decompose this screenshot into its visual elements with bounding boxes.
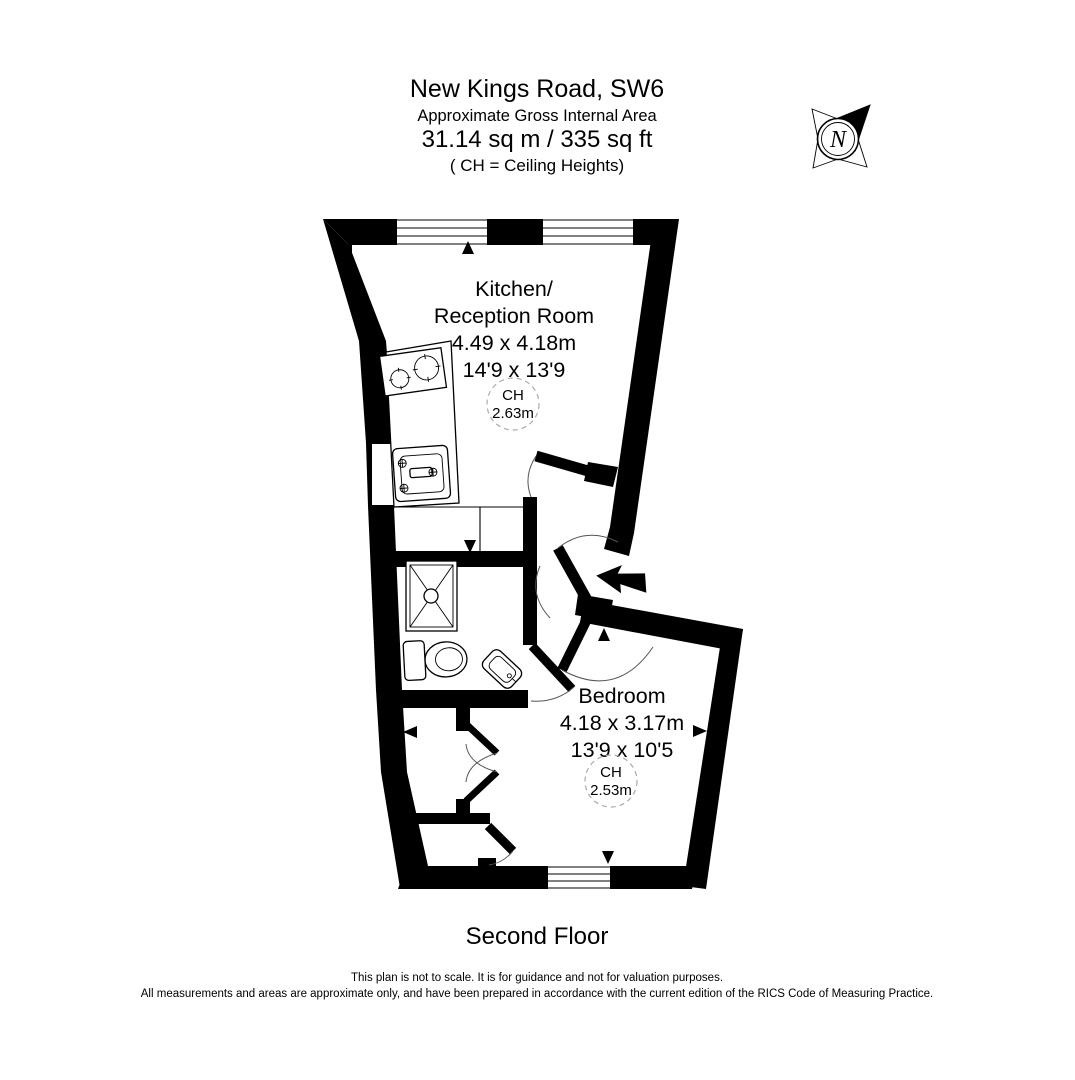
closet-door-leaf: [463, 769, 500, 804]
kitchen-name-line1: Kitchen/: [475, 277, 553, 301]
page-subtitle: Approximate Gross Internal Area: [417, 107, 657, 125]
arrow-left-bedroom: [403, 726, 417, 738]
doors: [463, 450, 654, 866]
walls: [323, 219, 743, 889]
toilet-icon: [402, 640, 468, 682]
disclaimer-line1: This plan is not to scale. It is for gui…: [351, 972, 723, 984]
ch-note: ( CH = Ceiling Heights): [450, 156, 624, 175]
compass-icon: N: [811, 104, 871, 169]
bedroom-ch-circle: [584, 754, 638, 808]
bathroom-fixtures: [402, 560, 523, 689]
compass-north-label: N: [829, 127, 848, 153]
shower-icon: [405, 560, 458, 632]
arrow-up-bedroom: [598, 628, 610, 641]
dimension-arrows: [338, 241, 707, 864]
kitchen-ch-circle: [486, 377, 540, 431]
kitchen-labels: Kitchen/ Reception Room 4.49 x 4.18m 14'…: [434, 277, 594, 431]
bathroom-door-leaf: [528, 642, 576, 693]
footer: Second Floor This plan is not to scale. …: [141, 923, 933, 1000]
bedroom-ch-value: 2.53m: [590, 782, 632, 799]
kitchen-ch-label: CH: [502, 387, 524, 404]
kitchen-dim-metric: 4.49 x 4.18m: [452, 331, 576, 355]
sink-icon: [391, 444, 452, 503]
window-top-left: [397, 219, 487, 245]
area-text: 31.14 sq m / 335 sq ft: [422, 126, 653, 153]
arrow-down-kitchen: [464, 540, 476, 553]
arrow-right-bedroom: [693, 725, 707, 737]
bedroom-ch-label: CH: [600, 764, 622, 781]
bedroom-name: Bedroom: [578, 684, 665, 708]
kitchen-door-leaf: [534, 450, 590, 477]
disclaimer-line2: All measurements and areas are approxima…: [141, 988, 933, 1000]
bedroom-dim-imperial: 13'9 x 10'5: [571, 738, 674, 762]
kitchen-fixtures: [378, 340, 523, 551]
page-title: New Kings Road, SW6: [410, 75, 664, 103]
arrow-up-kitchen: [462, 241, 474, 254]
window-top-right: [543, 219, 633, 245]
closet-door-leaf: [463, 721, 500, 756]
windows: [397, 219, 633, 889]
window-bedroom: [548, 866, 610, 889]
kitchen-name-line2: Reception Room: [434, 304, 594, 328]
arrow-left-kitchen: [338, 243, 352, 255]
bedroom-labels: Bedroom 4.18 x 3.17m 13'9 x 10'5 CH 2.53…: [560, 684, 684, 808]
hob-icon: [378, 347, 448, 397]
arrow-right-kitchen: [660, 243, 674, 255]
entrance-arrow-icon: [596, 565, 647, 594]
kitchen-dim-imperial: 14'9 x 13'9: [463, 358, 566, 382]
kitchen-ch-value: 2.63m: [492, 405, 534, 422]
cupboard-door-leaf: [484, 822, 517, 855]
entrance-door-leaf: [553, 545, 592, 603]
floor-label: Second Floor: [466, 923, 609, 950]
header: New Kings Road, SW6 Approximate Gross In…: [410, 75, 664, 175]
bedroom-door-leaf: [557, 602, 599, 673]
basin-icon: [481, 649, 523, 689]
arrow-down-bedroom: [602, 851, 614, 864]
bedroom-dim-metric: 4.18 x 3.17m: [560, 711, 684, 735]
